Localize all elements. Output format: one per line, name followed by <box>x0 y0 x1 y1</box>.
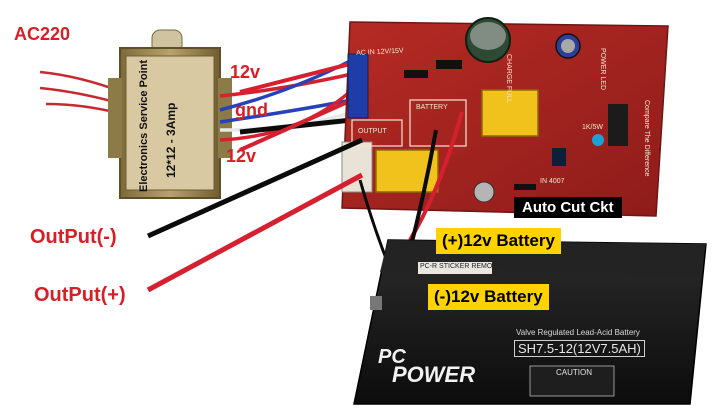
ac220-label: AC220 <box>14 24 71 44</box>
board-charge-full-text: CHARGE FULL <box>505 54 512 104</box>
output-pos-line <box>146 172 364 293</box>
auto-cut-label: Auto Cut Ckt <box>514 197 622 218</box>
transformer-brand-text: Electronics Service Point <box>138 59 150 192</box>
pcb-board <box>341 17 669 217</box>
battery-brand-pc: PC <box>378 346 406 368</box>
battery-neg-label: (-)12v Battery <box>428 284 549 310</box>
battery-sticker-text: PC-R STICKER REMOVED <box>420 263 507 270</box>
board-output-text: OUTPUT <box>358 128 387 135</box>
transformer-rating-text: 12*12 - 3Amp <box>164 102 178 178</box>
battery-caution-text: CAUTION <box>556 368 592 377</box>
output-neg-label: OutPut(-) <box>30 226 117 248</box>
board-resistor-text: 1K/5W <box>582 124 604 131</box>
output-pos-label: OutPut(+) <box>34 284 126 306</box>
battery-type-text: Valve Regulated Lead-Acid Battery <box>516 328 640 337</box>
gnd-label: gnd <box>235 100 268 120</box>
output-12v-top-label: 12v <box>230 62 261 82</box>
board-diode-text: IN 4007 <box>540 178 565 185</box>
transformer <box>108 29 232 199</box>
output-neg-line <box>146 137 364 239</box>
board-compare-text: Compare The Difference <box>643 100 650 177</box>
output-12v-bottom-label: 12v <box>226 146 257 166</box>
battery-pos-label: (+)12v Battery <box>436 228 561 254</box>
board-power-led-text: POWER LED <box>599 48 606 91</box>
battery-brand-power: POWER <box>392 362 476 387</box>
board-battery-text: BATTERY <box>416 104 448 111</box>
battery-model-text: SH7.5-12(12V7.5AH) <box>514 340 645 357</box>
